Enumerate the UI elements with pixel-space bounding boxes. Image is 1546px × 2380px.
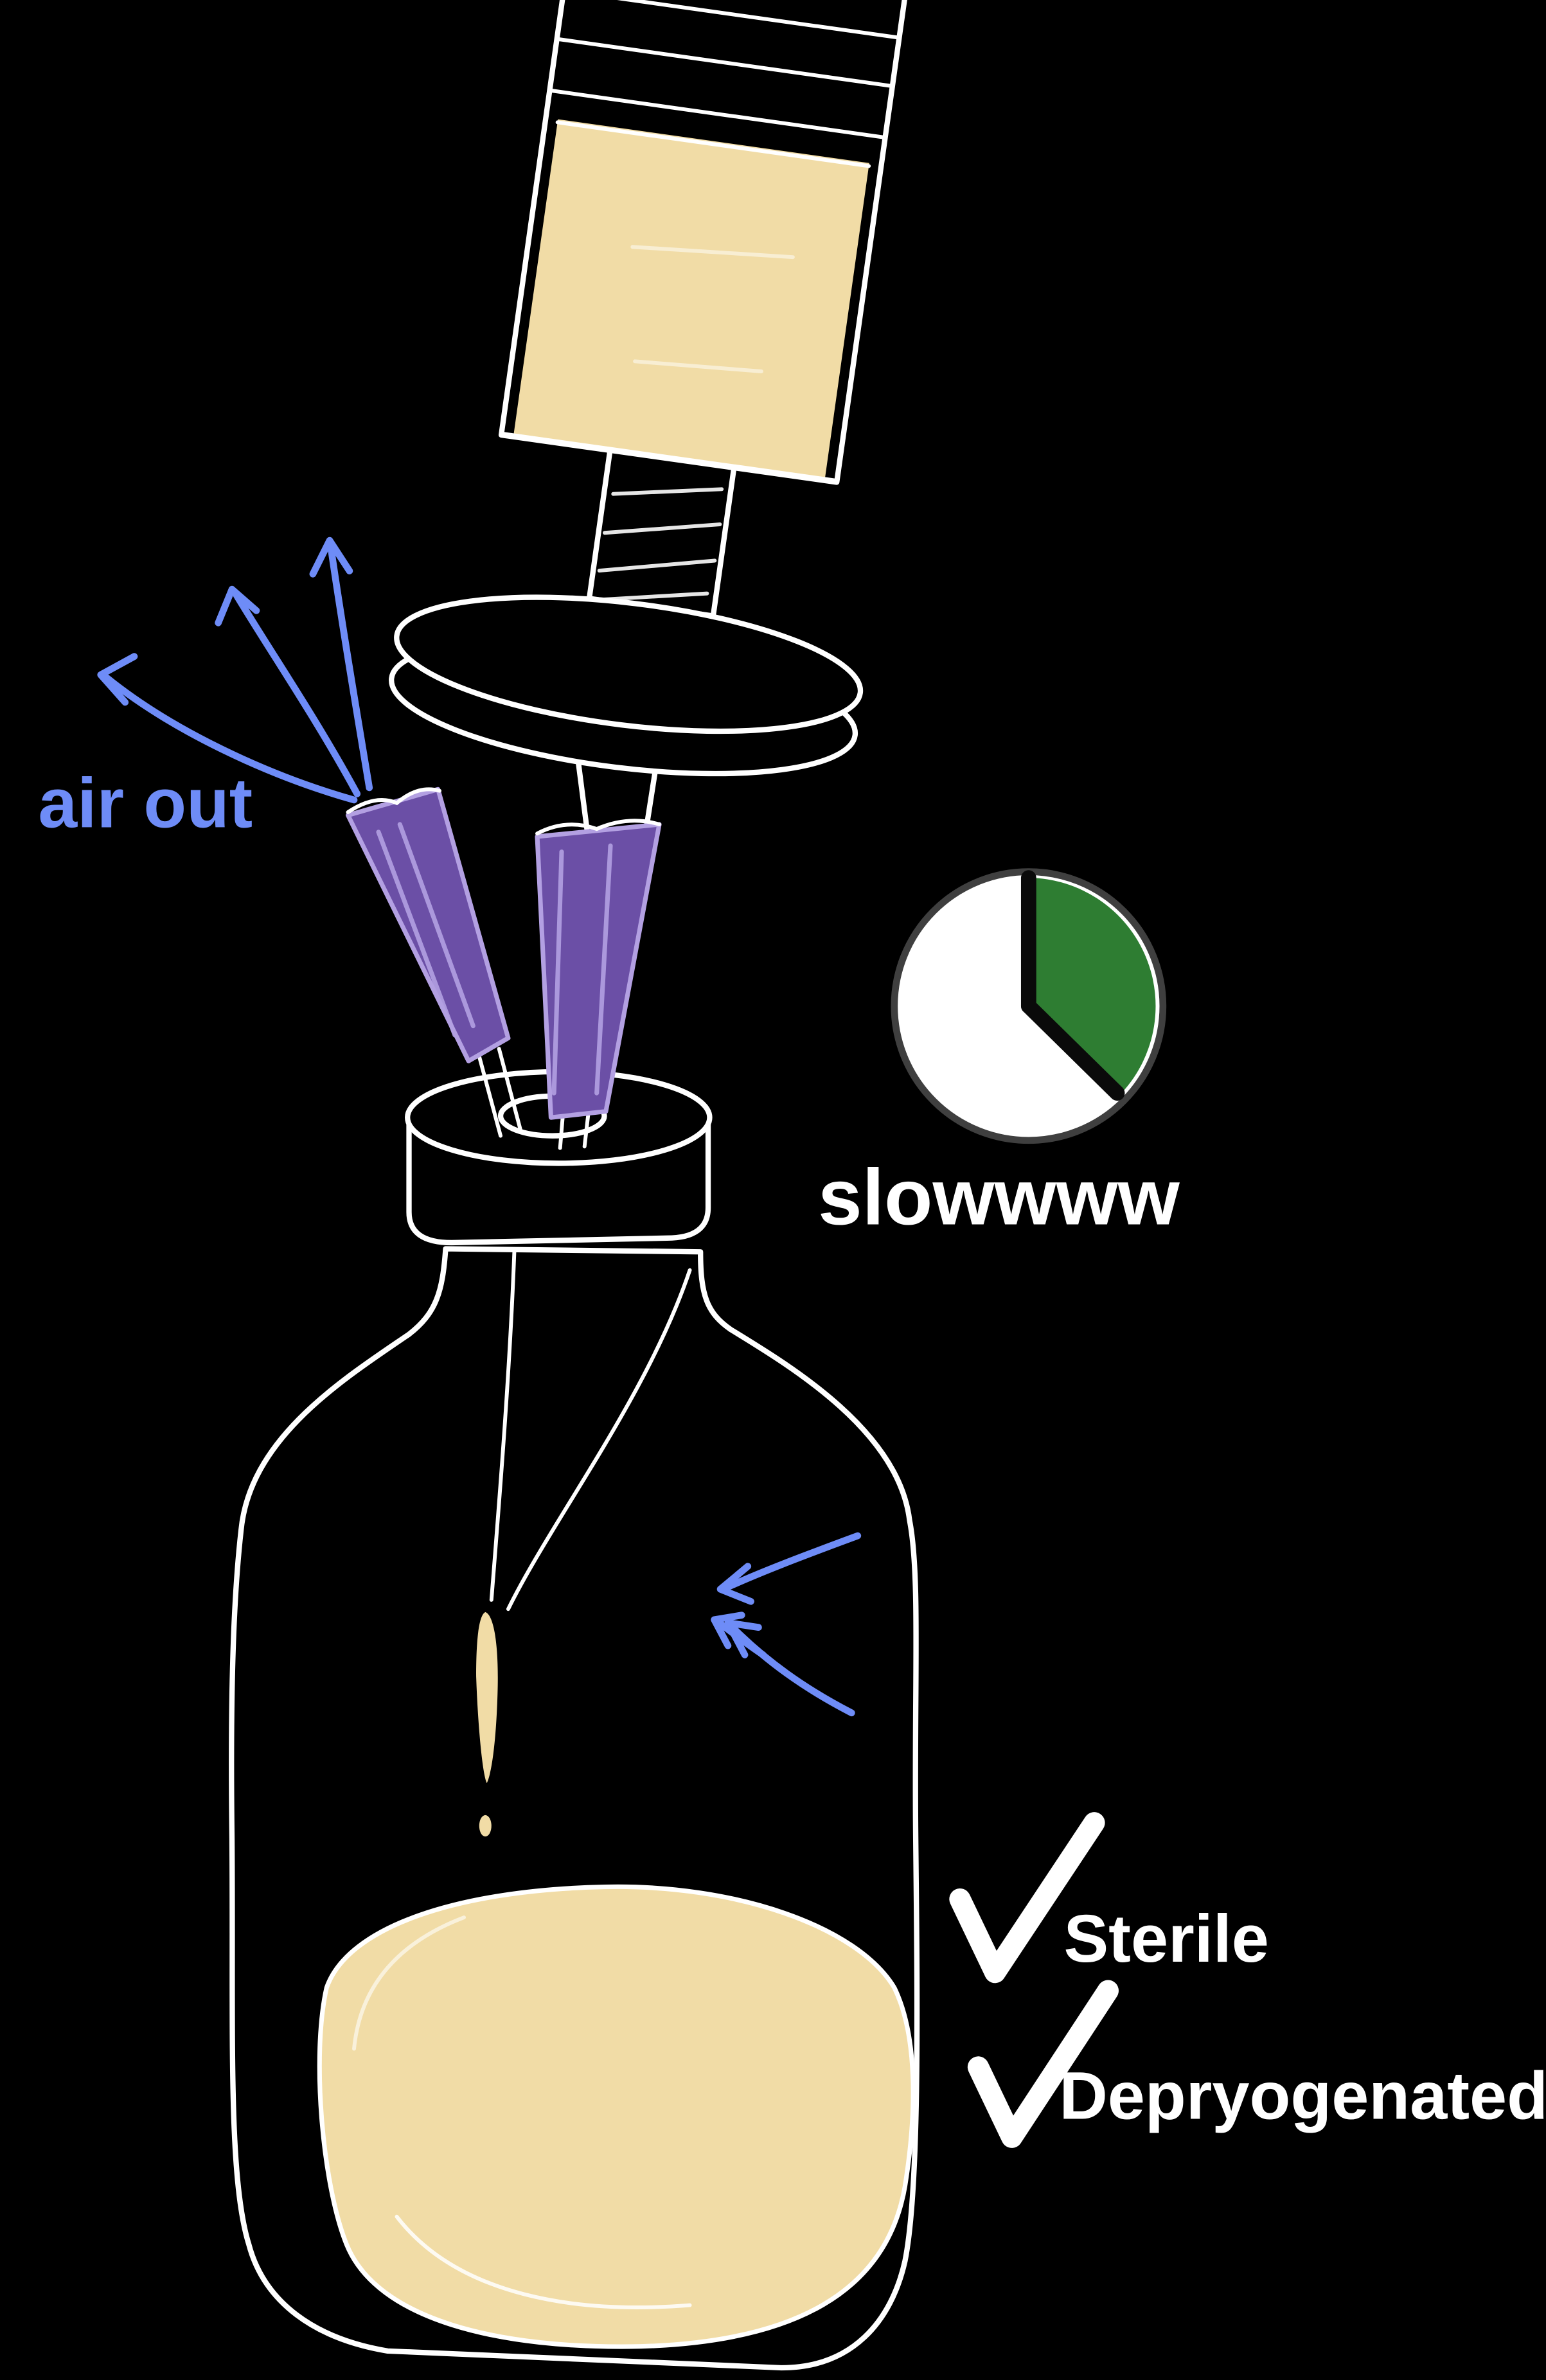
fill-needle [535, 819, 662, 1120]
syringe-liquid [513, 119, 869, 478]
syringe [498, 0, 921, 666]
liquid-streak [630, 245, 795, 260]
pour-stream-right [506, 1268, 692, 1612]
inflow-arrow-upper-head [716, 1563, 754, 1605]
syringe-filter [389, 594, 864, 777]
checklist: Sterile Depryogenated [949, 1812, 1546, 2148]
inflow-arrow-small [713, 1617, 767, 1658]
check-icon [949, 1812, 1105, 1984]
inflow-arrow-lower-head [724, 1619, 762, 1658]
depyrogenated-label: Depryogenated [1059, 2059, 1546, 2134]
bottle [229, 1246, 920, 2371]
timer-clock: slowwww [818, 868, 1180, 1241]
air-out-label: air out [38, 765, 253, 843]
slow-label: slowwww [818, 1153, 1180, 1241]
fill-needle-top-edge [535, 819, 662, 836]
nozzle-hatch [603, 522, 722, 535]
liquid-pool [317, 1884, 916, 2349]
filter-disc-top [394, 594, 864, 734]
pool-highlight [395, 2214, 692, 2309]
falling-drip [476, 1612, 498, 1784]
pour-stream-left [489, 1250, 517, 1602]
air-arrow-mid-head [215, 585, 260, 626]
plunger-band [547, 88, 887, 139]
vent-needle-top-edge [346, 787, 442, 814]
needle-shaft [497, 1047, 522, 1132]
liquid-streak [633, 359, 763, 373]
check-icon [967, 1980, 1119, 2148]
clock-elapsed-wedge [1028, 878, 1156, 1096]
plunger-band [555, 37, 894, 89]
nozzle-hatch [611, 487, 724, 496]
sterile-label: Sterile [1063, 1901, 1268, 1976]
fill-needle-hub [535, 822, 662, 1120]
fill-needle-highlight [551, 849, 564, 1096]
pool-highlight [352, 1915, 466, 2051]
plunger-band [562, 0, 902, 40]
air-arrow-left [103, 674, 358, 804]
vent-needle [345, 786, 511, 1063]
needle-shaft [477, 1054, 503, 1138]
air-arrow-mid [233, 592, 361, 797]
liquid-meniscus [555, 120, 871, 168]
fill-needle-highlight [594, 843, 613, 1096]
clock-hand-elapsed [1020, 998, 1125, 1101]
nozzle-hatch [596, 591, 709, 602]
air-arrow-right [328, 546, 373, 792]
vent-needle-highlight [397, 822, 475, 1029]
air-out-arrows: air out [38, 537, 373, 843]
falling-droplet [479, 1815, 492, 1837]
inflow-arrow-upper [723, 1532, 862, 1592]
air-arrow-right-head [309, 537, 353, 578]
nozzle-hatch [597, 558, 717, 573]
inflow-arrows [711, 1532, 862, 1717]
air-arrow-left-head [97, 653, 138, 706]
vent-needle-highlight [376, 830, 458, 1038]
inflow-arrow-small-head [711, 1612, 745, 1649]
